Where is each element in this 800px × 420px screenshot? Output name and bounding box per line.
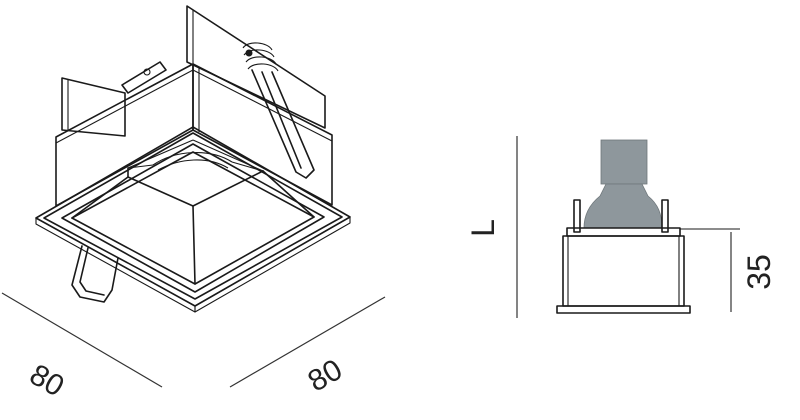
side-clips (573, 199, 669, 233)
recessed-cavity (71, 139, 315, 285)
dimension-height: L (465, 136, 518, 318)
dimension-depth: 80 (229, 296, 386, 398)
spring-clip-left (71, 245, 119, 303)
dimension-height-label: L (465, 219, 501, 237)
dimension-offset: 35 (730, 232, 777, 312)
side-view: L 35 (465, 136, 777, 318)
housing-body (55, 63, 333, 207)
lamp-module (583, 139, 663, 229)
side-flange (556, 305, 691, 314)
left-mounting-flap (61, 77, 126, 137)
side-housing (562, 235, 685, 307)
trim-flange (35, 126, 351, 313)
dimension-offset-label: 35 (741, 254, 777, 290)
isometric-view: 80 80 (1, 5, 386, 403)
dimension-depth-label: 80 (303, 353, 348, 398)
mounting-tab (121, 61, 167, 94)
spring-clip-right (242, 42, 315, 179)
back-mounting-plate (186, 5, 326, 129)
dimension-width: 80 (1, 292, 163, 403)
side-top-plate (566, 227, 740, 237)
dimension-width-label: 80 (24, 358, 69, 403)
